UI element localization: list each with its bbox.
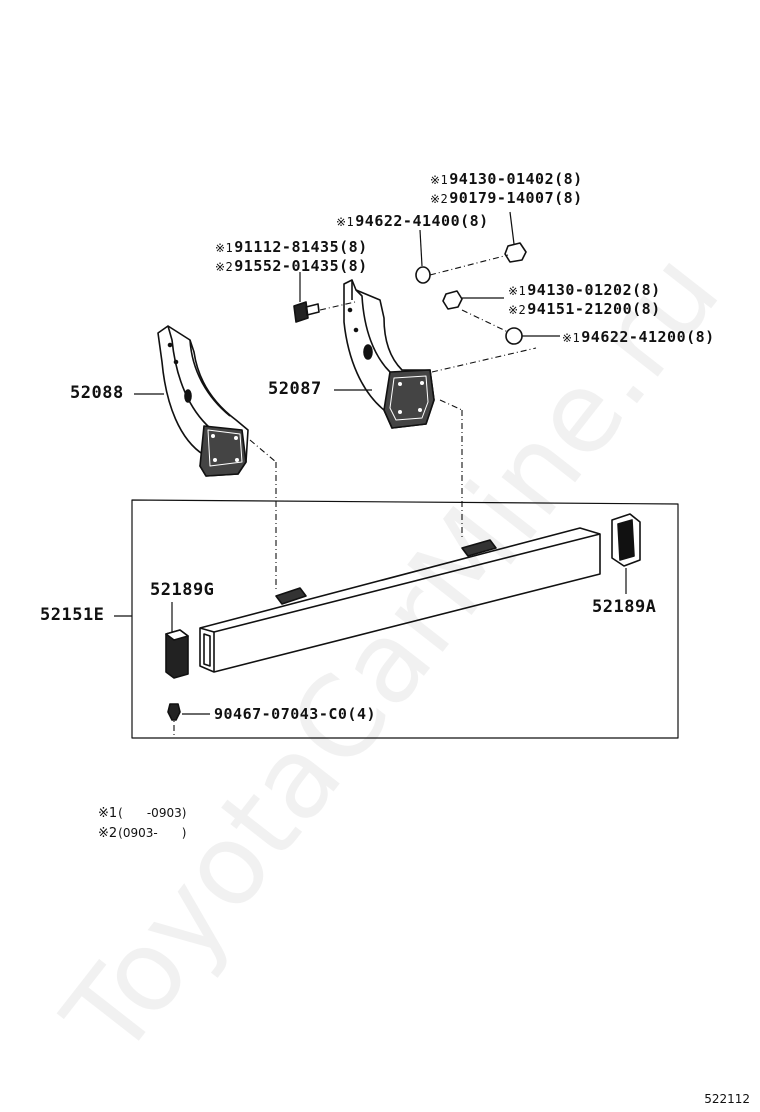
- part-number: 94151-21200(8): [527, 300, 661, 318]
- part-label-90467: 90467-07043-C0(4): [214, 705, 377, 723]
- note-mark-1: ※1: [215, 241, 234, 255]
- note-mark-2: ※2: [430, 192, 449, 206]
- part-label-52189A: 52189A: [592, 597, 657, 617]
- part-number: 94130-01402(8): [449, 170, 583, 188]
- note-mark-2: ※2: [508, 303, 527, 317]
- part-label: ※291552-01435(8): [215, 257, 368, 276]
- note-mark-1: ※1: [430, 173, 449, 187]
- legend-row-2: ※2(0903- ): [98, 824, 186, 841]
- figure-number: 522112: [704, 1092, 750, 1106]
- bracket-52088: [157, 325, 249, 477]
- washer-icon: [505, 327, 523, 345]
- part-label-52088: 52088: [70, 383, 124, 403]
- part-label-52189G: 52189G: [150, 580, 215, 600]
- part-label: ※194622-41400(8): [336, 212, 489, 231]
- part-label-52151E: 52151E: [40, 605, 105, 625]
- part-label: ※194130-01402(8): [430, 170, 583, 189]
- nut-icon: [442, 290, 463, 310]
- end-cover-52189G: [165, 629, 189, 679]
- note-mark-2: ※2: [98, 826, 118, 841]
- leader-lines: [114, 211, 627, 715]
- note-mark-1: ※1: [562, 331, 581, 345]
- part-number: 91552-01435(8): [234, 257, 368, 275]
- bumper-beam-52151E: [199, 527, 601, 673]
- part-label: ※194130-01202(8): [508, 281, 661, 300]
- bolt-icon: [293, 301, 320, 323]
- legend-range: ( -0903): [118, 806, 187, 820]
- legend-range: (0903- ): [118, 826, 187, 840]
- part-label: ※191112-81435(8): [215, 238, 368, 257]
- clip-icon: [167, 703, 181, 721]
- part-label: ※290179-14007(8): [430, 189, 583, 208]
- part-number: 91112-81435(8): [234, 238, 368, 256]
- note-mark-1: ※1: [336, 215, 355, 229]
- part-number: 90179-14007(8): [449, 189, 583, 207]
- part-label: ※294151-21200(8): [508, 300, 661, 319]
- part-number: 94622-41400(8): [355, 212, 489, 230]
- note-mark-1: ※1: [98, 806, 118, 821]
- part-label-52087: 52087: [268, 379, 322, 399]
- washer-icon: [415, 266, 431, 284]
- end-cover-52189A: [611, 513, 641, 567]
- note-mark-2: ※2: [215, 260, 234, 274]
- alignment-lines: [173, 254, 537, 736]
- part-number: 94130-01202(8): [527, 281, 661, 299]
- part-number: 94622-41200(8): [581, 328, 715, 346]
- legend-row-1: ※1( -0903): [98, 804, 186, 821]
- assembly-frame: [131, 499, 679, 739]
- note-mark-1: ※1: [508, 284, 527, 298]
- nut-icon: [504, 242, 527, 263]
- bracket-52087: [343, 279, 435, 429]
- part-label: ※194622-41200(8): [562, 328, 715, 347]
